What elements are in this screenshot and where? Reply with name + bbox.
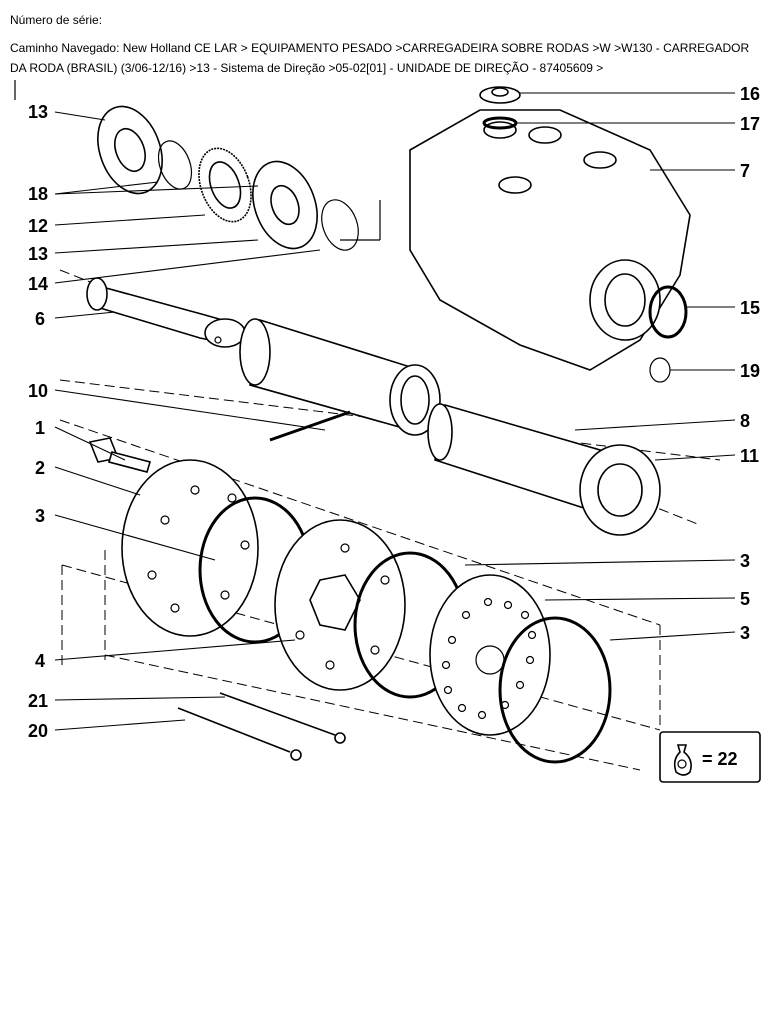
part-7-housing — [409, 109, 691, 371]
callout-19: 19 — [740, 361, 760, 381]
callout-11: 11 — [740, 446, 759, 466]
callout-16: 16 — [740, 84, 760, 104]
part-21-pin — [219, 692, 346, 744]
callout-17: 17 — [740, 114, 760, 134]
callout-10: 10 — [28, 381, 48, 401]
part-sleeve — [239, 318, 441, 436]
serial-number-label: Número de série: — [10, 13, 103, 27]
part-15-seal — [648, 285, 688, 339]
callout-8: 8 — [740, 411, 750, 431]
callout-5: 5 — [740, 589, 750, 609]
callout-13: 13 — [28, 102, 48, 122]
callout-3-c: 3 — [740, 623, 750, 643]
callout-1: 1 — [35, 418, 45, 438]
kit-quantity: = 22 — [702, 749, 738, 769]
callout-7: 7 — [740, 161, 750, 181]
kit-bag-icon — [673, 744, 692, 776]
callouts: 13 18 12 13 14 6 10 1 2 3 4 21 20 16 17 … — [28, 84, 760, 741]
callout-4: 4 — [35, 651, 45, 671]
leader-lines — [54, 92, 736, 731]
callout-21: 21 — [28, 691, 48, 711]
callout-20: 20 — [28, 721, 48, 741]
part-10-pin — [269, 410, 351, 442]
callout-18: 18 — [28, 184, 48, 204]
breadcrumb: Caminho Navegado: New Holland CE LAR > E… — [10, 41, 750, 75]
part-2-end-cover — [121, 459, 259, 637]
kit-box: = 22 — [659, 731, 761, 783]
part-3-seal-c — [498, 616, 612, 764]
callout-3-b: 3 — [740, 551, 750, 571]
part-14-ring — [321, 199, 359, 251]
callout-3: 3 — [35, 506, 45, 526]
callout-6: 6 — [35, 309, 45, 329]
part-1-bolt — [88, 437, 152, 473]
part-8-spool — [427, 403, 601, 512]
part-20-pin — [177, 707, 302, 761]
callout-12: 12 — [28, 216, 48, 236]
callout-14: 14 — [28, 274, 48, 294]
part-13-washer — [97, 105, 163, 195]
part-12-needle-bearing — [198, 147, 252, 223]
part-13-washer-2 — [252, 160, 318, 250]
part-4-gerotor — [274, 519, 406, 691]
callout-2: 2 — [35, 458, 45, 478]
callout-15: 15 — [740, 298, 760, 318]
part-5-distributor-plate — [429, 574, 551, 736]
callout-13-b: 13 — [28, 244, 48, 264]
part-11-spring — [579, 444, 661, 536]
part-19-ring — [649, 357, 671, 383]
part-16-plug — [479, 86, 521, 104]
